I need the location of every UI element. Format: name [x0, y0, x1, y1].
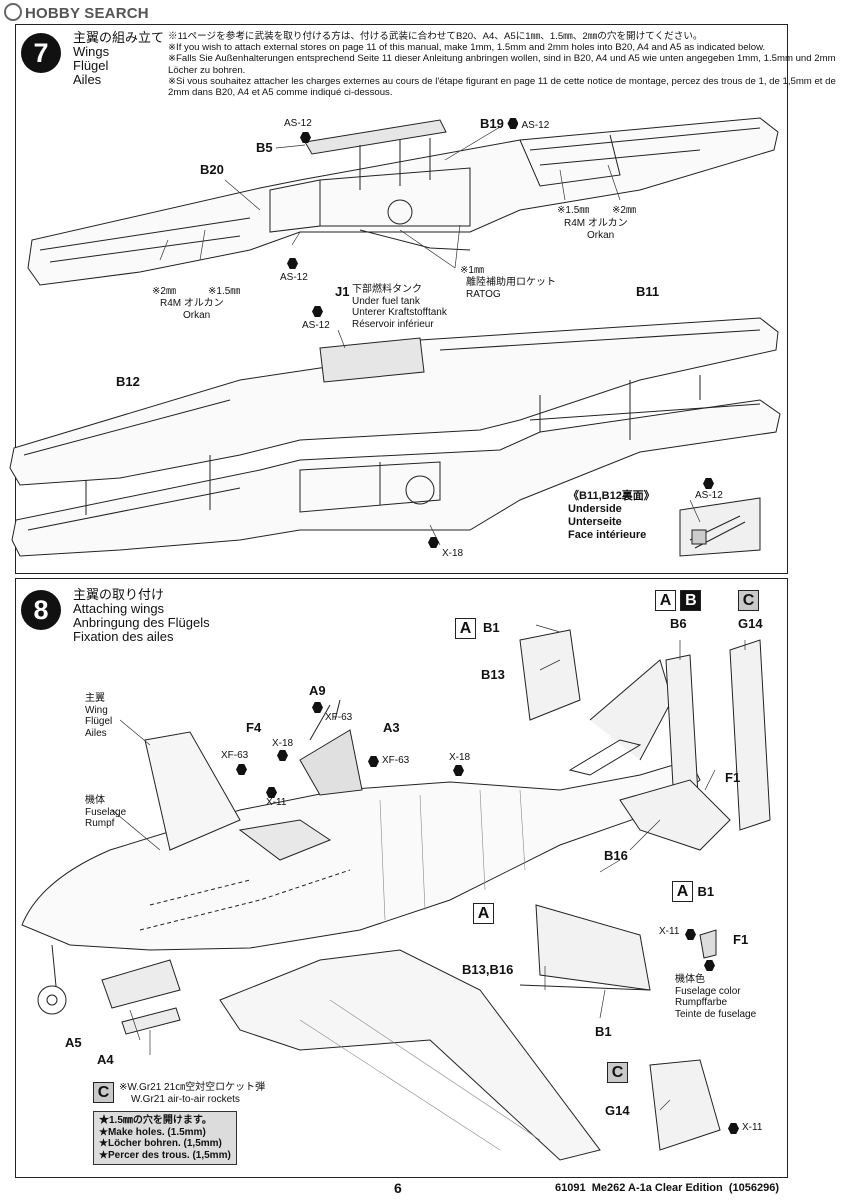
label-r4m-left: R4M オルカン: [160, 298, 224, 309]
label-hole1: ※1㎜: [460, 265, 484, 276]
paint-swatch-icon: [277, 750, 288, 761]
label-g14-top: G14: [738, 616, 763, 631]
paint-swatch-icon: [287, 258, 298, 269]
badge-a-stabilizer: A: [473, 903, 494, 924]
paint-swatch-icon: [428, 537, 439, 548]
paint-swatch-icon: [685, 929, 696, 940]
label-g14-low: G14: [605, 1103, 630, 1118]
paint-swatch-icon: [266, 787, 277, 798]
label-b19: B19 AS-12: [480, 116, 550, 131]
label-x11-c: X-11: [742, 1122, 763, 1133]
step7-illustration: [9, 117, 781, 557]
label-f4: F4: [246, 720, 262, 735]
label-as12-e: AS-12: [695, 490, 723, 501]
label-a4: A4: [97, 1052, 114, 1067]
badge-a-b1: A: [455, 618, 476, 639]
upper-wing-assembly: [27, 117, 779, 286]
step7-note: ※11ページを参考に武装を取り付ける方は、付ける武装に合わせてB20、A4、A5…: [168, 31, 836, 99]
label-b13: B13: [481, 667, 505, 682]
paint-swatch-icon: [312, 306, 323, 317]
label-as12-c: AS-12: [280, 272, 308, 283]
label-ratog-ja: 離陸補助用ロケット: [466, 277, 556, 288]
label-j1: J1: [335, 284, 350, 299]
label-b5: B5: [256, 140, 273, 155]
lower-wing-drawing: [219, 949, 601, 1161]
label-b13b16: B13,B16: [462, 962, 514, 977]
label-xf63-b: XF-63: [382, 755, 410, 766]
label-x11-a: X-11: [266, 797, 287, 808]
badge-b: B: [680, 590, 702, 611]
paint-swatch-icon: [236, 764, 247, 775]
step7-title: 主翼の組み立て Wings Flügel Ailes: [73, 30, 165, 87]
label-b16: B16: [604, 848, 628, 863]
label-as12-a: AS-12: [284, 118, 312, 129]
label-b11: B11: [636, 284, 660, 299]
paint-swatch-icon: [453, 765, 464, 776]
label-x11-b: X-11: [659, 926, 680, 937]
label-wgr21: ※W.Gr21 21㎝空対空ロケット弾 W.Gr21 air-to-air ro…: [119, 1082, 266, 1105]
upper-wing-drawing: [144, 731, 241, 851]
label-underside: 《B11,B12裏面》 Underside Unterseite Face in…: [568, 490, 655, 541]
label-a5: A5: [65, 1035, 82, 1050]
badge-c-g14: C: [607, 1062, 628, 1083]
hole-instruction-box: ★1.5㎜の穴を開けます。 ★Make holes. (1.5mm) ★Löch…: [93, 1111, 237, 1165]
label-r4m-right: R4M オルカン: [564, 218, 628, 229]
fuselage-drawing: [21, 659, 701, 951]
label-fuselage: 機体 Fuselage Rumpf: [85, 795, 127, 829]
step8-number: 8: [21, 590, 61, 630]
watermark-logo: HOBBY SEARCH: [4, 3, 149, 22]
label-b1-low: B1: [595, 1024, 612, 1039]
paint-swatch-icon: [312, 702, 323, 713]
label-xf63-c: XF-63: [221, 750, 249, 761]
label-x18: X-18: [442, 548, 464, 559]
label-xf63-a: XF-63: [325, 712, 353, 723]
label-b1-top: B1: [483, 620, 500, 635]
label-hole15-right: ※1.5㎜: [557, 205, 590, 216]
step7-number: 7: [21, 33, 61, 73]
hobby-search-logo-icon: [4, 3, 22, 21]
underside-inset: [679, 497, 761, 557]
label-as12-d: AS-12: [302, 320, 330, 331]
paint-swatch-icon: [368, 756, 379, 767]
footer-product: 61091 Me262 A-1a Clear Edition (1056296): [555, 1182, 780, 1194]
label-wing: 主翼 Wing Flügel Ailes: [85, 693, 113, 739]
label-orkan-left: Orkan: [183, 310, 211, 321]
paint-swatch-icon: [704, 960, 715, 971]
label-b20: B20: [200, 162, 224, 177]
paint-swatch-icon: [300, 132, 311, 143]
badge-c-top: C: [738, 590, 759, 611]
page-number: 6: [394, 1180, 402, 1196]
paint-swatch-icon: [728, 1123, 739, 1134]
label-x18-b: X-18: [449, 752, 471, 763]
step8-title: 主翼の取り付け Attaching wings Anbringung des F…: [73, 587, 210, 644]
badge-c-rockets: C: [93, 1082, 114, 1103]
badge-a: A: [655, 590, 676, 611]
label-orkan-right: Orkan: [587, 230, 615, 241]
label-fuselage-color: 機体色 Fuselage color Rumpffarbe Teinte de …: [675, 974, 757, 1020]
paint-swatch-icon: [703, 478, 714, 489]
label-a9: A9: [309, 683, 326, 698]
label-a3: A3: [383, 720, 400, 735]
badge-a-b1-mid: A B1: [672, 881, 714, 902]
badge-ab-top: A B: [655, 590, 702, 611]
label-b12: B12: [116, 374, 140, 389]
label-hole2-left: ※2㎜: [152, 286, 176, 297]
lower-wing-assembly: [9, 317, 781, 557]
label-tank: 下部燃料タンク Under fuel tank Unterer Kraftsto…: [352, 284, 447, 330]
paint-swatch-icon: [507, 118, 519, 129]
label-x18-a: X-18: [272, 738, 294, 749]
step8-illustration: [21, 624, 771, 1161]
label-hole2-right: ※2㎜: [612, 205, 636, 216]
label-b6: B6: [670, 616, 687, 631]
label-ratog: RATOG: [466, 289, 501, 300]
label-f1-top: F1: [725, 770, 741, 785]
badge-c: C: [738, 590, 759, 611]
label-hole15-left: ※1.5㎜: [208, 286, 241, 297]
label-f1-low: F1: [733, 932, 749, 947]
